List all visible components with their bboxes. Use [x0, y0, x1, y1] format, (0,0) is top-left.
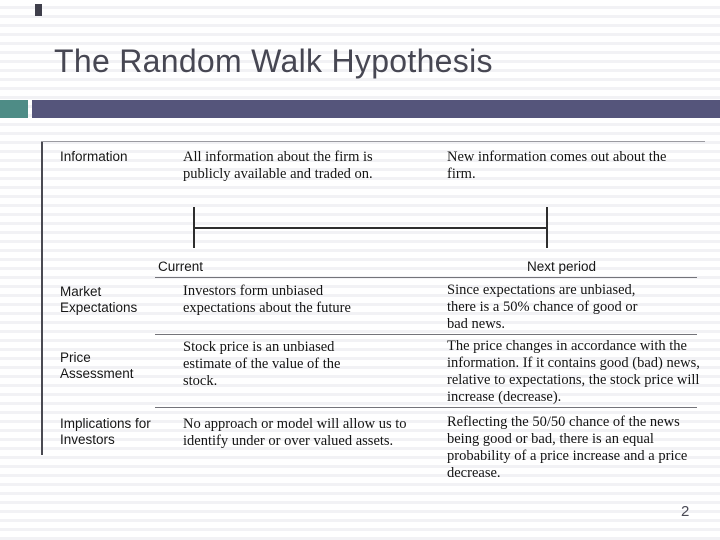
row-information-next-text: New information comes out about the firm… — [447, 149, 667, 182]
row-implications-next-text: Reflecting the 50/50 chance of the news … — [447, 414, 688, 481]
row-information-current-text: All information about the firm is public… — [183, 149, 373, 182]
accent-bar-purple — [32, 100, 720, 118]
row-label-market-expectations: Market Expectations — [60, 284, 138, 315]
timeline-current-label: Current — [158, 259, 204, 274]
row-label-information: Information — [60, 149, 128, 164]
page-number: 2 — [681, 503, 690, 520]
slide-corner-mark — [35, 4, 42, 16]
timeline-tick-current — [193, 207, 195, 248]
row-label-price-assessment: Price Assessment — [60, 350, 134, 381]
row-separator-2 — [155, 334, 697, 335]
figure-left-border — [41, 141, 43, 455]
figure-top-border — [41, 141, 705, 142]
row-price-assessment-next-text: The price changes in accordance with the… — [447, 338, 700, 405]
row-market-expectations-next-text: Since expectations are unbiased, there i… — [447, 282, 638, 332]
row-implications-current-text: No approach or model will allow us to id… — [183, 416, 407, 449]
timeline-next-period-label: Next period — [527, 259, 597, 274]
row-price-assessment-current-text: Stock price is an unbiased estimate of t… — [183, 339, 341, 389]
row-market-expectations-current-text: Investors form unbiased expectations abo… — [183, 283, 351, 316]
page-title: The Random Walk Hypothesis — [54, 43, 493, 79]
accent-bar-teal — [0, 100, 28, 118]
timeline-line — [193, 227, 548, 229]
row-separator-3 — [155, 407, 697, 408]
row-separator-1 — [155, 277, 697, 278]
row-label-implications-for-investors: Implications for Investors — [60, 416, 151, 447]
timeline-tick-next-period — [546, 207, 548, 248]
